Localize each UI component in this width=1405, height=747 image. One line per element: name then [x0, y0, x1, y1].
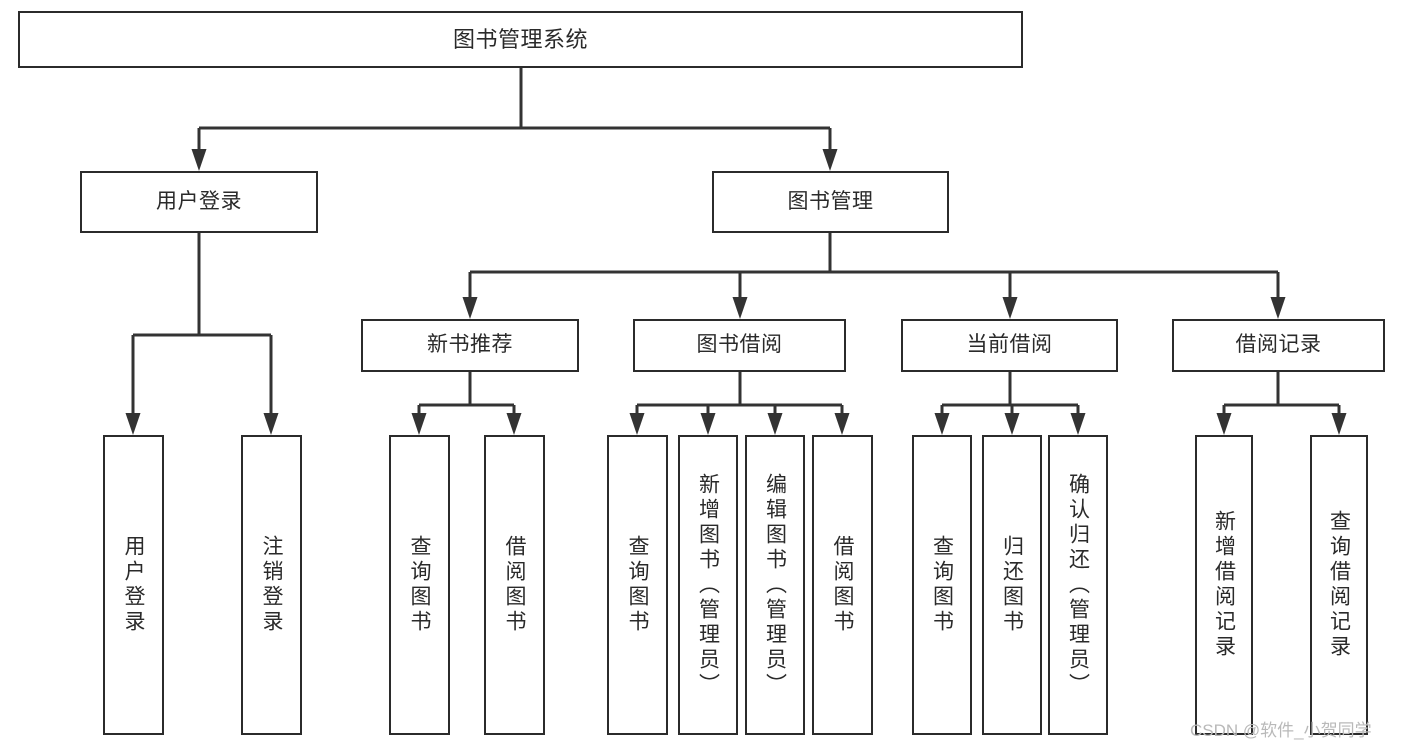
node-label-leaf-add-record: 新增借阅记录 [1212, 510, 1236, 660]
node-label-leaf-query-book-rec: 查询图书 [408, 535, 431, 635]
arrow-leaf-query-record-head [1331, 413, 1347, 435]
arrow-leaf-add-book-head [700, 413, 716, 435]
node-label-leaf-edit-book: 编辑图书（管理员） [763, 472, 787, 698]
node-label-leaf-query-book-borrow: 查询图书 [626, 535, 649, 635]
arrow-leaf-edit-book-head [767, 413, 783, 435]
arrow-book-borrow-head [732, 297, 748, 319]
arrow-leaf-borrow-book-head [834, 413, 850, 435]
arrow-leaf-borrow-book-rec-head [506, 413, 522, 435]
node-label-book-borrow: 图书借阅 [696, 333, 783, 357]
node-label-new-book-rec: 新书推荐 [427, 333, 513, 357]
node-label-borrow-record: 借阅记录 [1235, 333, 1322, 357]
node-leaf-query-book-cur[interactable]: 查询图书 [912, 435, 972, 735]
node-leaf-borrow-book[interactable]: 借阅图书 [812, 435, 873, 735]
arrow-current-borrow-head [1002, 297, 1018, 319]
node-leaf-query-book-rec[interactable]: 查询图书 [389, 435, 450, 735]
node-label-leaf-query-record: 查询借阅记录 [1327, 510, 1351, 660]
arrow-borrow-record-head [1270, 297, 1286, 319]
node-leaf-borrow-book-rec[interactable]: 借阅图书 [484, 435, 545, 735]
node-leaf-user-login[interactable]: 用户登录 [103, 435, 164, 735]
node-label-leaf-borrow-book: 借阅图书 [831, 535, 854, 635]
arrow-leaf-confirm-return-head [1070, 413, 1086, 435]
node-borrow-record[interactable]: 借阅记录 [1172, 319, 1385, 372]
arrow-leaf-return-book-head [1004, 413, 1020, 435]
node-book-borrow[interactable]: 图书借阅 [633, 319, 846, 372]
node-user-login[interactable]: 用户登录 [80, 171, 318, 233]
node-label-leaf-confirm-return: 确认归还（管理员） [1066, 472, 1090, 698]
arrow-leaf-user-login-head [125, 413, 141, 435]
node-leaf-add-book[interactable]: 新增图书（管理员） [678, 435, 738, 735]
arrow-leaf-query-book-borrow-head [629, 413, 645, 435]
node-label-leaf-return-book: 归还图书 [1000, 535, 1024, 635]
node-leaf-query-book-borrow[interactable]: 查询图书 [607, 435, 668, 735]
node-leaf-query-record[interactable]: 查询借阅记录 [1310, 435, 1368, 735]
node-leaf-add-record[interactable]: 新增借阅记录 [1195, 435, 1253, 735]
arrow-leaf-add-record-head [1216, 413, 1232, 435]
node-book-manage[interactable]: 图书管理 [712, 171, 949, 233]
node-new-book-rec[interactable]: 新书推荐 [361, 319, 579, 372]
node-root[interactable]: 图书管理系统 [18, 11, 1023, 68]
node-leaf-confirm-return[interactable]: 确认归还（管理员） [1048, 435, 1108, 735]
node-label-user-login: 用户登录 [156, 189, 242, 213]
arrow-leaf-query-book-cur-head [934, 413, 950, 435]
node-label-root: 图书管理系统 [452, 26, 588, 52]
node-leaf-edit-book[interactable]: 编辑图书（管理员） [745, 435, 805, 735]
node-label-leaf-query-book-cur: 查询图书 [930, 535, 954, 635]
node-label-current-borrow: 当前借阅 [966, 333, 1053, 357]
node-label-leaf-borrow-book-rec: 借阅图书 [503, 535, 526, 635]
node-label-leaf-logout: 注销登录 [260, 535, 283, 635]
arrow-leaf-logout-head [263, 413, 279, 435]
node-leaf-logout[interactable]: 注销登录 [241, 435, 302, 735]
arrow-leaf-query-book-rec-head [411, 413, 427, 435]
node-label-leaf-add-book: 新增图书（管理员） [696, 472, 720, 698]
node-label-leaf-user-login: 用户登录 [122, 535, 145, 635]
arrow-book-manage-head [822, 149, 838, 171]
arrow-user-login-head [191, 149, 207, 171]
node-label-book-manage: 图书管理 [787, 189, 874, 213]
watermark: CSDN @软件_小贺同学 [1190, 721, 1372, 740]
node-current-borrow[interactable]: 当前借阅 [901, 319, 1118, 372]
arrow-new-book-rec-head [462, 297, 478, 319]
node-leaf-return-book[interactable]: 归还图书 [982, 435, 1042, 735]
